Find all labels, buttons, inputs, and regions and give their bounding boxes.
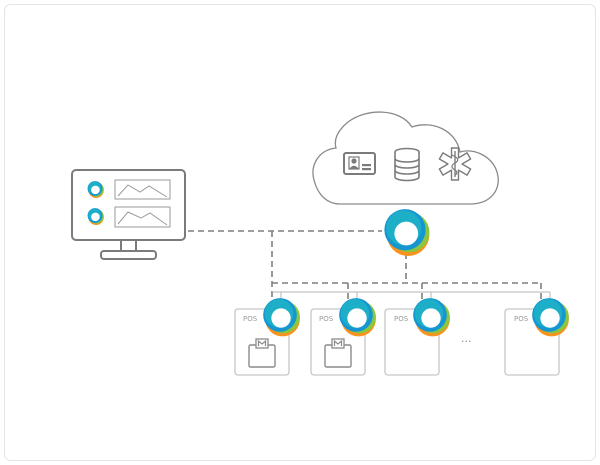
pos-terminal: POS <box>234 298 300 376</box>
monitor-row-1 <box>87 179 171 200</box>
pos-label: POS <box>514 315 529 323</box>
pos-terminal: POS <box>310 298 376 376</box>
monitor <box>71 169 186 260</box>
monitor-stand <box>100 250 157 260</box>
id-card-icon <box>343 152 376 175</box>
monitor-row-2 <box>87 206 171 228</box>
database-icon <box>394 147 420 182</box>
chart-line-icon <box>117 211 168 226</box>
ellipsis: ··· <box>461 335 472 348</box>
pos-terminal: POS <box>384 298 450 376</box>
pos-label: POS <box>243 315 258 323</box>
pos-label: POS <box>319 315 334 323</box>
pos-terminal: POS <box>504 298 569 376</box>
chart-line-icon <box>117 184 168 198</box>
medical-caduceus-icon <box>438 147 472 181</box>
cloud <box>312 111 499 205</box>
chart-thumbnail <box>114 179 171 200</box>
card-reader-icon <box>324 338 352 368</box>
monitor-neck <box>120 239 137 252</box>
pos-label: POS <box>394 315 409 323</box>
network-connections <box>188 230 542 304</box>
diagram-frame <box>4 4 596 461</box>
card-reader-icon <box>248 338 276 368</box>
